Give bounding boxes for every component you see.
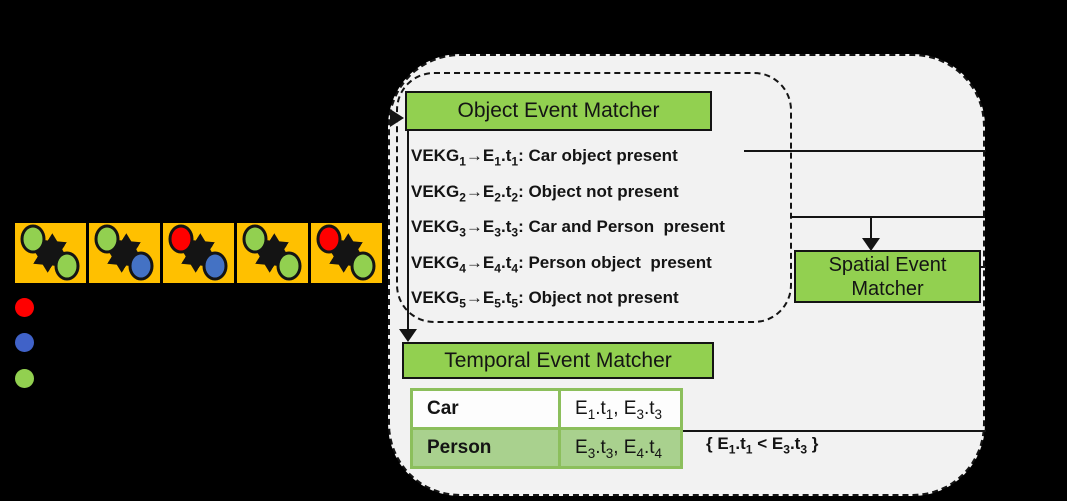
arrow-down-icon [399, 329, 417, 342]
vekg-graph-icon [94, 224, 154, 281]
table-cell-label: Person [410, 427, 561, 469]
video-frame [311, 223, 382, 283]
video-frame [237, 223, 308, 283]
temporal-event-matcher-box: Temporal Event Matcher [402, 342, 714, 379]
table-cell-value: E3.t3, E4.t4 [558, 427, 683, 469]
spatial-event-matcher-title: Spatial Event Matcher [828, 253, 947, 300]
vekg-rule-1: VEKG1→E1.t1: Car object present [411, 146, 678, 169]
table-row: Car E1.t1, E3.t3 [410, 388, 683, 430]
connector-table-right [680, 430, 986, 432]
vekg-graph-icon [168, 224, 228, 281]
temporal-event-matcher-title: Temporal Event Matcher [444, 348, 672, 372]
arrow-right-icon [390, 109, 404, 127]
vekg-graph-icon [242, 224, 302, 281]
vekg-rule-5: VEKG5→E5.t5: Object not present [411, 288, 679, 311]
video-frame [15, 223, 86, 283]
connector-to-spatial [870, 218, 872, 239]
temporal-constraint-1: { E1.t1 < E3.t3 } [706, 434, 819, 457]
table-cell-value: E1.t1, E3.t3 [558, 388, 683, 430]
vekg-graph-icon [316, 224, 376, 281]
arrow-down-icon [862, 238, 880, 251]
connector-spatial-right [981, 266, 986, 268]
object-event-matcher-title: Object Event Matcher [457, 99, 660, 122]
table-row: Person E3.t3, E4.t4 [410, 427, 683, 469]
table-cell-label: Car [410, 388, 561, 430]
vekg-rule-list: VEKG1→E1.t1: Car object present VEKG2→E2… [411, 138, 725, 316]
object-event-matcher-box: Object Event Matcher [405, 91, 712, 131]
spatial-event-matcher-box: Spatial Event Matcher [794, 250, 981, 303]
connector-rule3-right [791, 216, 985, 218]
vekg-rule-3: VEKG3→E3.t3: Car and Person present [411, 217, 725, 240]
video-frames-strip [15, 223, 382, 283]
connector-rule1-right [744, 150, 986, 152]
temporal-constraints: { E1.t1 < E3.t3 } { E1.t1 < E4.t4 } [706, 381, 818, 501]
red-dot [15, 298, 34, 317]
object-matcher-group-outline [396, 72, 792, 323]
vekg-rule-4: VEKG4→E4.t4: Person object present [411, 252, 712, 275]
vekg-graph-icon [20, 224, 80, 281]
blue-dot [15, 333, 34, 352]
temporal-match-table: Car E1.t1, E3.t3 Person E3.t3, E4.t4 [410, 388, 683, 469]
connector-to-temporal [407, 131, 409, 330]
vekg-rule-2: VEKG2→E2.t2: Object not present [411, 181, 679, 204]
node-color-legend [15, 298, 37, 393]
green-dot [15, 369, 34, 388]
video-frame [163, 223, 234, 283]
video-frame [89, 223, 160, 283]
